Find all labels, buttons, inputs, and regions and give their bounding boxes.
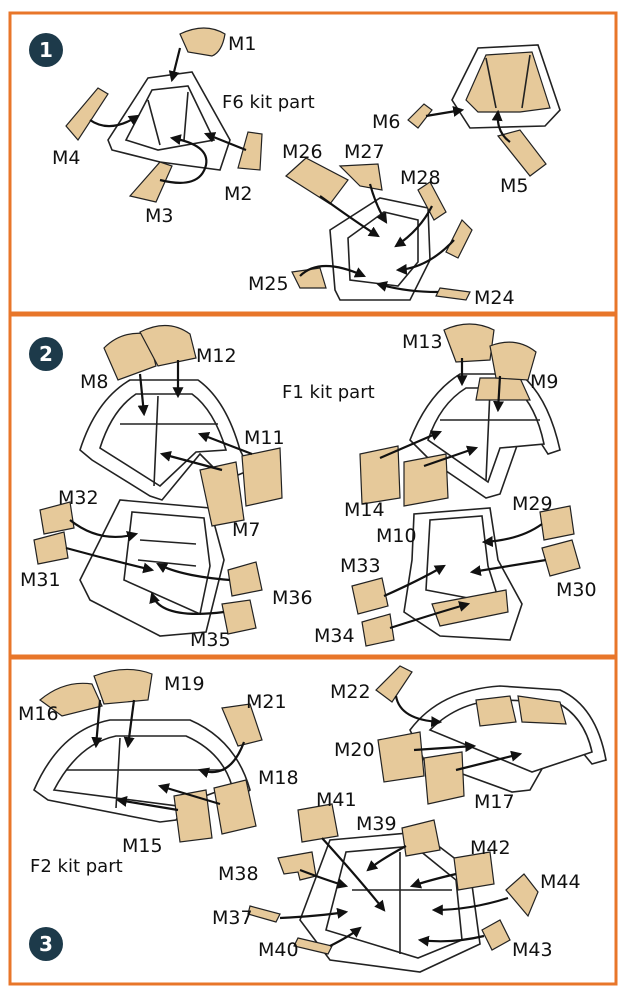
mask-m43 bbox=[481, 919, 511, 951]
label-m19: M19 bbox=[164, 673, 205, 695]
label-m9: M9 bbox=[530, 371, 558, 393]
canopy-frame-right bbox=[409, 373, 561, 499]
kit-part-caption: F6 kit part bbox=[222, 92, 315, 113]
label-m12: M12 bbox=[196, 345, 237, 367]
canopy-frame-left bbox=[79, 379, 252, 501]
mask-m12 bbox=[139, 324, 197, 367]
label-m20: M20 bbox=[334, 739, 375, 761]
mask-m1 bbox=[179, 27, 226, 57]
label-m1: M1 bbox=[228, 33, 256, 55]
label-m32: M32 bbox=[58, 487, 99, 509]
label-m4: M4 bbox=[52, 147, 80, 169]
label-m2: M2 bbox=[224, 183, 252, 205]
label-m40: M40 bbox=[258, 939, 299, 961]
mask-m2 bbox=[237, 131, 263, 171]
step-badge-3: 3 bbox=[29, 927, 63, 961]
label-m22: M22 bbox=[330, 681, 371, 703]
mask-m30 bbox=[541, 539, 581, 577]
step-number: 1 bbox=[39, 38, 53, 62]
canopy-frame bbox=[451, 44, 561, 129]
label-m13: M13 bbox=[402, 331, 443, 353]
mask-m6 bbox=[407, 103, 433, 129]
label-m26: M26 bbox=[282, 141, 323, 163]
mask-m44 bbox=[505, 873, 539, 918]
step-number: 2 bbox=[39, 342, 53, 366]
mask-m21 bbox=[221, 703, 263, 747]
label-m17: M17 bbox=[474, 791, 515, 813]
mask-m24 bbox=[435, 287, 471, 301]
label-m5: M5 bbox=[500, 175, 528, 197]
label-m24: M24 bbox=[474, 287, 515, 309]
label-m25: M25 bbox=[248, 273, 289, 295]
mask-m4 bbox=[65, 87, 109, 141]
mask-m20 bbox=[377, 731, 425, 783]
label-m30: M30 bbox=[556, 579, 597, 601]
mask-m36 bbox=[227, 561, 263, 597]
label-m42: M42 bbox=[470, 837, 511, 859]
label-m27: M27 bbox=[344, 141, 385, 163]
mask-m26 bbox=[285, 157, 349, 205]
label-m21: M21 bbox=[246, 691, 287, 713]
label-m36: M36 bbox=[272, 587, 313, 609]
label-m8: M8 bbox=[80, 371, 108, 393]
mask-m33 bbox=[351, 577, 389, 615]
step-number: 3 bbox=[39, 932, 53, 956]
mask-m15 bbox=[173, 789, 213, 843]
label-m34: M34 bbox=[314, 625, 355, 647]
label-m38: M38 bbox=[218, 863, 259, 885]
label-m28: M28 bbox=[400, 167, 441, 189]
label-m16: M16 bbox=[18, 703, 59, 725]
mask-m10 bbox=[403, 453, 449, 507]
mask-m13 bbox=[443, 323, 495, 363]
mask-m18 bbox=[213, 779, 257, 835]
label-m44: M44 bbox=[540, 871, 581, 893]
mask-m27 bbox=[338, 163, 383, 191]
mask-m17 bbox=[423, 751, 465, 805]
label-m41: M41 bbox=[316, 789, 357, 811]
panel-2: 2 F1 kit part bbox=[8, 313, 618, 658]
mask-m22 bbox=[375, 665, 413, 703]
kit-part-caption: F2 kit part bbox=[30, 856, 123, 877]
mask-m14 bbox=[359, 445, 401, 505]
canopy-frame-left bbox=[33, 719, 251, 823]
mask-m40 bbox=[293, 937, 333, 955]
kit-part-caption: F1 kit part bbox=[282, 382, 375, 403]
windscreen-frame bbox=[107, 71, 231, 171]
label-m10: M10 bbox=[376, 525, 417, 547]
label-m11: M11 bbox=[244, 427, 285, 449]
mask-m9 bbox=[489, 341, 537, 381]
mask-m31 bbox=[33, 531, 69, 565]
label-m18: M18 bbox=[258, 767, 299, 789]
step-badge-2: 2 bbox=[29, 337, 63, 371]
label-m39: M39 bbox=[356, 813, 397, 835]
label-m6: M6 bbox=[372, 111, 400, 133]
label-m35: M35 bbox=[190, 629, 231, 651]
step-badge-1: 1 bbox=[29, 33, 63, 67]
mask-m19 bbox=[93, 668, 153, 705]
mask-m34 bbox=[361, 613, 395, 647]
mask-m41 bbox=[297, 803, 339, 843]
label-m31: M31 bbox=[20, 569, 61, 591]
label-m3: M3 bbox=[145, 205, 173, 227]
label-m14: M14 bbox=[344, 499, 385, 521]
canopy-frame-right bbox=[409, 685, 607, 793]
label-m33: M33 bbox=[340, 555, 381, 577]
mask-m28b bbox=[445, 218, 473, 259]
label-m15: M15 bbox=[122, 835, 163, 857]
label-m43: M43 bbox=[512, 939, 553, 961]
mask-m3 bbox=[128, 161, 173, 203]
label-m29: M29 bbox=[512, 493, 553, 515]
label-m37: M37 bbox=[212, 907, 253, 929]
mask-m11 bbox=[241, 447, 283, 507]
label-m7: M7 bbox=[232, 519, 260, 541]
mask-m29 bbox=[539, 505, 575, 541]
mask-m7 bbox=[199, 461, 245, 527]
mask-m32 bbox=[39, 501, 75, 535]
mask-m35 bbox=[221, 599, 257, 635]
panel-3: 3 F2 kit part bbox=[8, 656, 618, 986]
mask-m42 bbox=[453, 851, 495, 891]
panel-1: 1 F6 kit part bbox=[8, 11, 618, 315]
mask-m37 bbox=[247, 905, 281, 923]
